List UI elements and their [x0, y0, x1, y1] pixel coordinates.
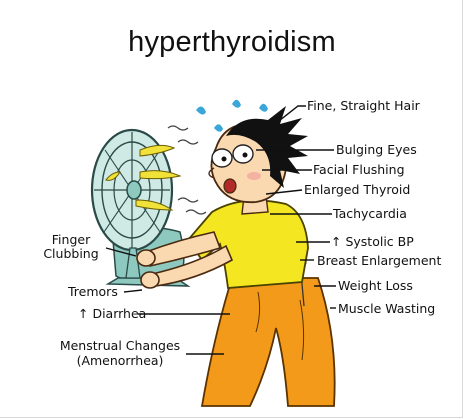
label-finger: Finger [40, 233, 102, 247]
label-clubbing: Clubbing [40, 247, 102, 261]
open-mouth [224, 179, 236, 193]
label-fine-straight-hair: Fine, Straight Hair [307, 99, 420, 113]
label-facial-flushing: Facial Flushing [313, 163, 405, 177]
label-tremors: Tremors [68, 285, 118, 299]
label-enlarged-thyroid: Enlarged Thyroid [304, 183, 410, 197]
label-menstrual-changes: Menstrual Changes [54, 339, 186, 353]
label-breast-enlargement: Breast Enlargement [317, 254, 441, 268]
orange-pants [202, 278, 335, 406]
wind-lines [168, 126, 206, 214]
label-bulging-eyes: Bulging Eyes [336, 143, 417, 157]
label-tachycardia: Tachycardia [333, 207, 407, 221]
label-diarrhea: ↑ Diarrhea [78, 307, 146, 321]
label-weight-loss: Weight Loss [338, 279, 413, 293]
label-muscle-wasting: Muscle Wasting [338, 302, 435, 316]
label-systolic-bp: ↑ Systolic BP [331, 235, 414, 249]
label-amenorrhea: (Amenorrhea) [54, 354, 186, 368]
